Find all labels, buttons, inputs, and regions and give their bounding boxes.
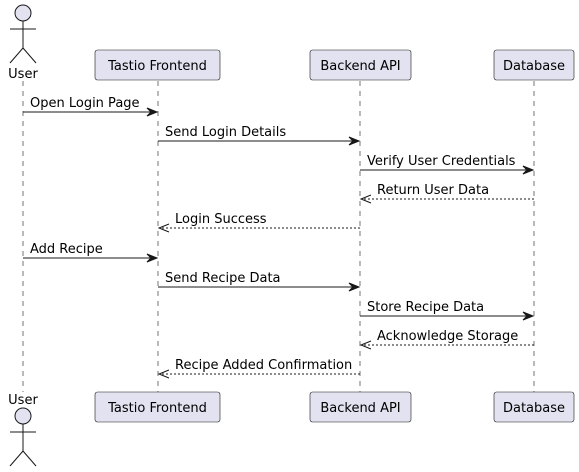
lifelines-layer: [22, 81, 535, 392]
participant-backend-top: Backend API: [309, 49, 412, 81]
arrowhead-filled-icon: [522, 165, 535, 175]
participant-label: Backend API: [320, 401, 400, 416]
message-9: Acknowledge Storage: [359, 329, 534, 350]
participant-box: [309, 49, 412, 81]
message-label: Open Login Page: [30, 96, 140, 111]
participant-label: Database: [503, 59, 565, 74]
message-5: Login Success: [157, 212, 360, 233]
arrowhead-filled-icon: [522, 311, 535, 321]
participant-frontend-top: Tastio Frontend: [94, 49, 221, 81]
arrowhead-filled-icon: [348, 282, 361, 292]
arrowhead-filled-icon: [146, 107, 159, 117]
message-label: Acknowledge Storage: [377, 329, 518, 344]
arrowhead-open-icon: [157, 223, 170, 233]
participant-box: [94, 49, 221, 81]
participant-label: User: [8, 393, 38, 408]
arrowhead-open-icon: [359, 194, 372, 204]
participant-label: Database: [503, 401, 565, 416]
participant-database-top: Database: [493, 49, 575, 81]
participant-box: [309, 391, 412, 423]
message-1: Open Login Page: [23, 96, 159, 117]
participant-label: User: [8, 67, 38, 82]
participant-box: [94, 391, 221, 423]
message-6: Add Recipe: [23, 242, 159, 263]
participant-backend-bottom: Backend API: [309, 391, 412, 423]
message-7: Send Recipe Data: [158, 271, 361, 292]
message-label: Login Success: [175, 212, 267, 227]
message-label: Add Recipe: [30, 242, 103, 257]
message-label: Verify User Credentials: [367, 154, 516, 169]
message-10: Recipe Added Confirmation: [157, 358, 360, 379]
message-label: Return User Data: [377, 183, 489, 198]
actor-user-bottom: User: [8, 393, 38, 467]
message-2: Send Login Details: [158, 125, 361, 146]
message-4: Return User Data: [359, 183, 534, 204]
message-label: Store Recipe Data: [367, 300, 484, 315]
arrowhead-filled-icon: [146, 253, 159, 263]
message-label: Send Recipe Data: [165, 271, 281, 286]
actor-figure-icon: [9, 407, 37, 467]
actor-user-top: User: [8, 4, 38, 82]
participant-label: Backend API: [320, 59, 400, 74]
message-8: Store Recipe Data: [360, 300, 535, 321]
participant-frontend-bottom: Tastio Frontend: [94, 391, 221, 423]
message-label: Recipe Added Confirmation: [175, 358, 352, 373]
participant-label: Tastio Frontend: [107, 401, 207, 416]
arrowhead-filled-icon: [348, 136, 361, 146]
message-3: Verify User Credentials: [360, 154, 535, 175]
actor-figure-icon: [9, 4, 37, 64]
participant-box: [493, 49, 575, 81]
arrowhead-open-icon: [359, 340, 372, 350]
arrowhead-open-icon: [157, 369, 170, 379]
participant-database-bottom: Database: [493, 391, 575, 423]
message-label: Send Login Details: [165, 125, 286, 140]
participant-label: Tastio Frontend: [107, 59, 207, 74]
